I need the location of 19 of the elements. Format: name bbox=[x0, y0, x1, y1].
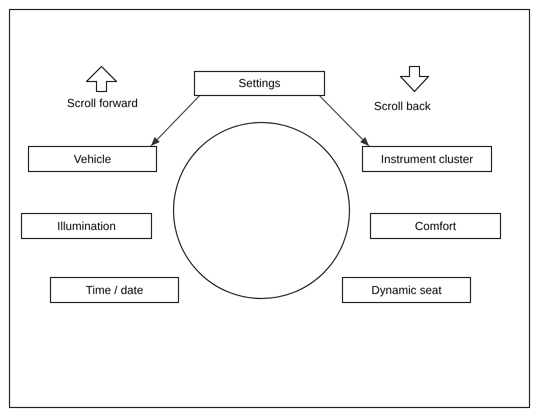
menu-label: Time / date bbox=[86, 284, 144, 296]
menu-box bbox=[50, 277, 179, 303]
direction-label: Scroll back bbox=[374, 100, 431, 113]
menu-box bbox=[370, 213, 501, 239]
menu-label: Comfort bbox=[414, 220, 456, 232]
arrow bbox=[150, 96, 200, 146]
menu-box bbox=[342, 277, 471, 303]
direction-label: Scroll forward bbox=[67, 97, 138, 110]
menu-label: Settings bbox=[238, 77, 280, 90]
menu-box bbox=[28, 146, 157, 172]
arrow bbox=[319, 96, 370, 146]
menu-label: Illumination bbox=[57, 220, 116, 232]
menu-label: Instrument cluster bbox=[380, 152, 474, 166]
menu-box bbox=[21, 213, 152, 239]
menu-box bbox=[194, 71, 325, 96]
control-knob bbox=[173, 122, 350, 299]
menu-box bbox=[362, 146, 492, 172]
menu-label: Dynamic seat bbox=[371, 284, 442, 296]
menu-label: Vehicle bbox=[74, 152, 112, 166]
